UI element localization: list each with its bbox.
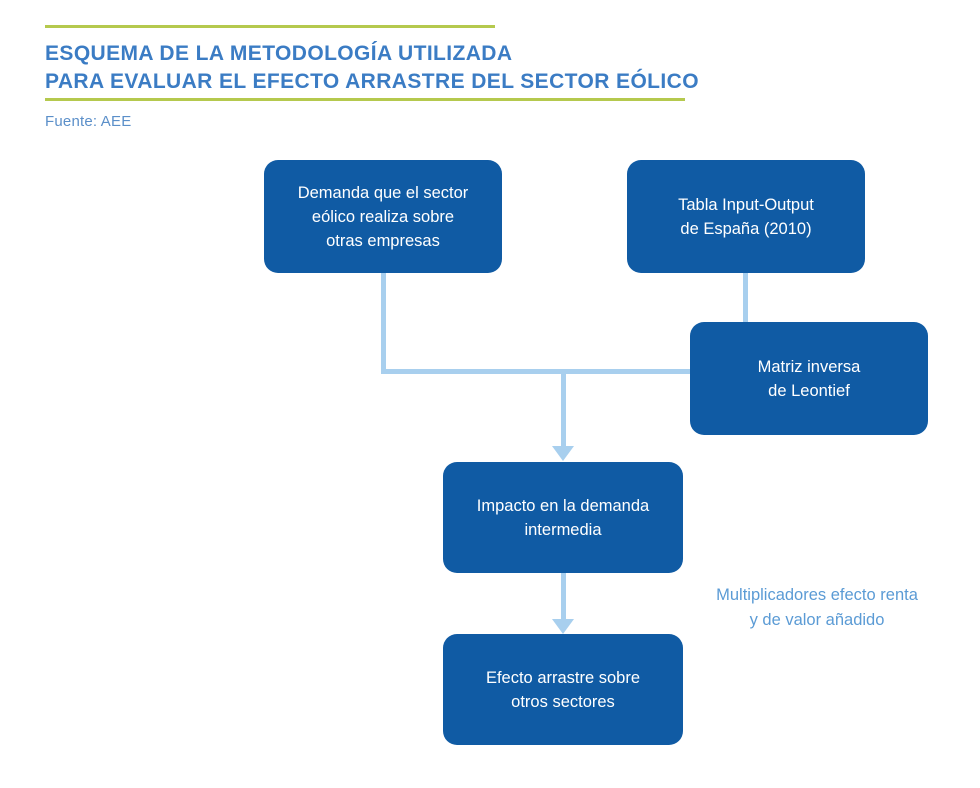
node-efecto-line-1: Efecto arrastre sobre bbox=[485, 668, 641, 687]
node-matriz-text: Matriz inversa de Leontief bbox=[758, 355, 861, 403]
node-demanda-sector-eolico: Demanda que el sector eólico realiza sob… bbox=[264, 160, 502, 273]
arrowhead-to-impacto bbox=[552, 446, 574, 461]
node-tabla-text: Tabla Input-Output de España (2010) bbox=[678, 193, 814, 241]
node-efecto-text: Efecto arrastre sobre otros sectores bbox=[486, 666, 640, 714]
node-tabla-input-output: Tabla Input-Output de España (2010) bbox=[627, 160, 865, 273]
node-demanda-line-1: Demanda que el sector bbox=[297, 183, 469, 202]
node-tabla-line-1: Tabla Input-Output bbox=[678, 195, 814, 214]
node-demanda-line-3: otras empresas bbox=[326, 231, 440, 250]
title-rule-bottom bbox=[45, 98, 685, 101]
node-efecto-arrastre: Efecto arrastre sobre otros sectores bbox=[443, 634, 683, 745]
annotation-multiplicadores: Multiplicadores efecto renta y de valor … bbox=[688, 583, 946, 633]
node-impacto-demanda-intermedia: Impacto en la demanda intermedia bbox=[443, 462, 683, 573]
source-label: Fuente: AEE bbox=[45, 113, 132, 130]
node-demanda-line-2: eólico realiza sobre bbox=[311, 207, 455, 226]
annotation-line-2: y de valor añadido bbox=[749, 611, 885, 629]
connector-impacto-to-efecto bbox=[561, 573, 566, 621]
node-tabla-line-2: de España (2010) bbox=[680, 219, 812, 238]
node-impacto-line-2: intermedia bbox=[524, 520, 602, 539]
connector-bus-to-impacto bbox=[561, 369, 566, 447]
node-matriz-line-2: de Leontief bbox=[768, 381, 850, 400]
connector-tabla-to-matriz bbox=[743, 273, 748, 325]
node-impacto-line-1: Impacto en la demanda bbox=[476, 496, 650, 515]
page-title-line-2: PARA EVALUAR EL EFECTO ARRASTRE DEL SECT… bbox=[45, 70, 699, 93]
node-matriz-line-1: Matriz inversa bbox=[757, 357, 861, 376]
node-demanda-text: Demanda que el sector eólico realiza sob… bbox=[298, 181, 469, 253]
annotation-line-1: Multiplicadores efecto renta bbox=[716, 586, 918, 604]
page-title-line-1: ESQUEMA DE LA METODOLOGÍA UTILIZADA bbox=[45, 42, 513, 65]
title-rule-top bbox=[45, 25, 495, 28]
node-efecto-line-2: otros sectores bbox=[511, 692, 615, 711]
connector-horizontal-bus bbox=[381, 369, 693, 374]
arrowhead-to-efecto bbox=[552, 619, 574, 634]
page-title: ESQUEMA DE LA METODOLOGÍA UTILIZADA PARA… bbox=[45, 40, 925, 96]
connector-demanda-to-bus bbox=[381, 273, 386, 372]
node-matriz-inversa-leontief: Matriz inversa de Leontief bbox=[690, 322, 928, 435]
node-impacto-text: Impacto en la demanda intermedia bbox=[477, 494, 649, 542]
